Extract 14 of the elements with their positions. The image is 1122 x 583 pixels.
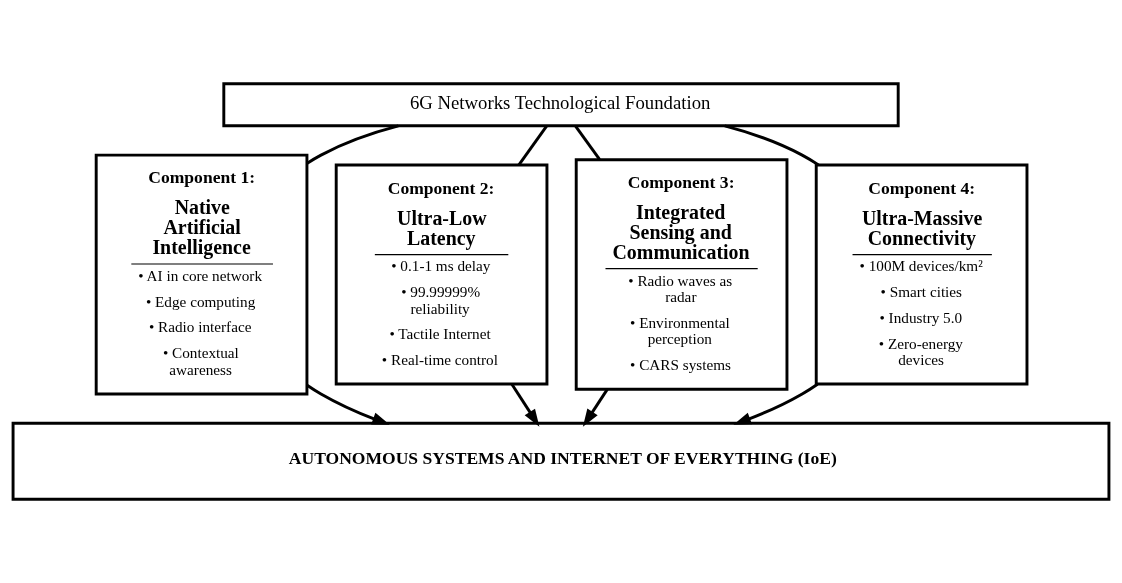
- node-box: Component 1: Native Artificial Intelligence • AI in core network • Edge computing • Radio interface • Contextual awareness: [94, 153, 309, 396]
- node-box: AUTONOMOUS SYSTEMS AND INTERNET OF EVERYTHING (IoE): [11, 421, 1111, 501]
- connector: [517, 125, 548, 166]
- node-box: 6G Networks Technological Foundation: [222, 82, 900, 128]
- connector: [306, 124, 399, 165]
- node-box: Component 3: Integrated Sensing and Communication • Radio waves as radar • Environmental perception • CARS systems: [574, 158, 789, 391]
- arrow: [582, 388, 609, 427]
- node-box: Component 4: Ultra-Massive Connectivity • 100M devices/km² • Smart cities • Industry 5.0 • Zero-energy devices: [814, 163, 1029, 386]
- arrow: [510, 383, 540, 427]
- arrow: [306, 384, 390, 425]
- connector: [724, 124, 820, 167]
- connector: [574, 125, 601, 161]
- arrow: [733, 383, 819, 425]
- node-box: Component 2: Ultra-Low Latency • 0.1-1 ms delay • 99.99999% reliability • Tactile Internet • Real-time control: [334, 163, 549, 386]
